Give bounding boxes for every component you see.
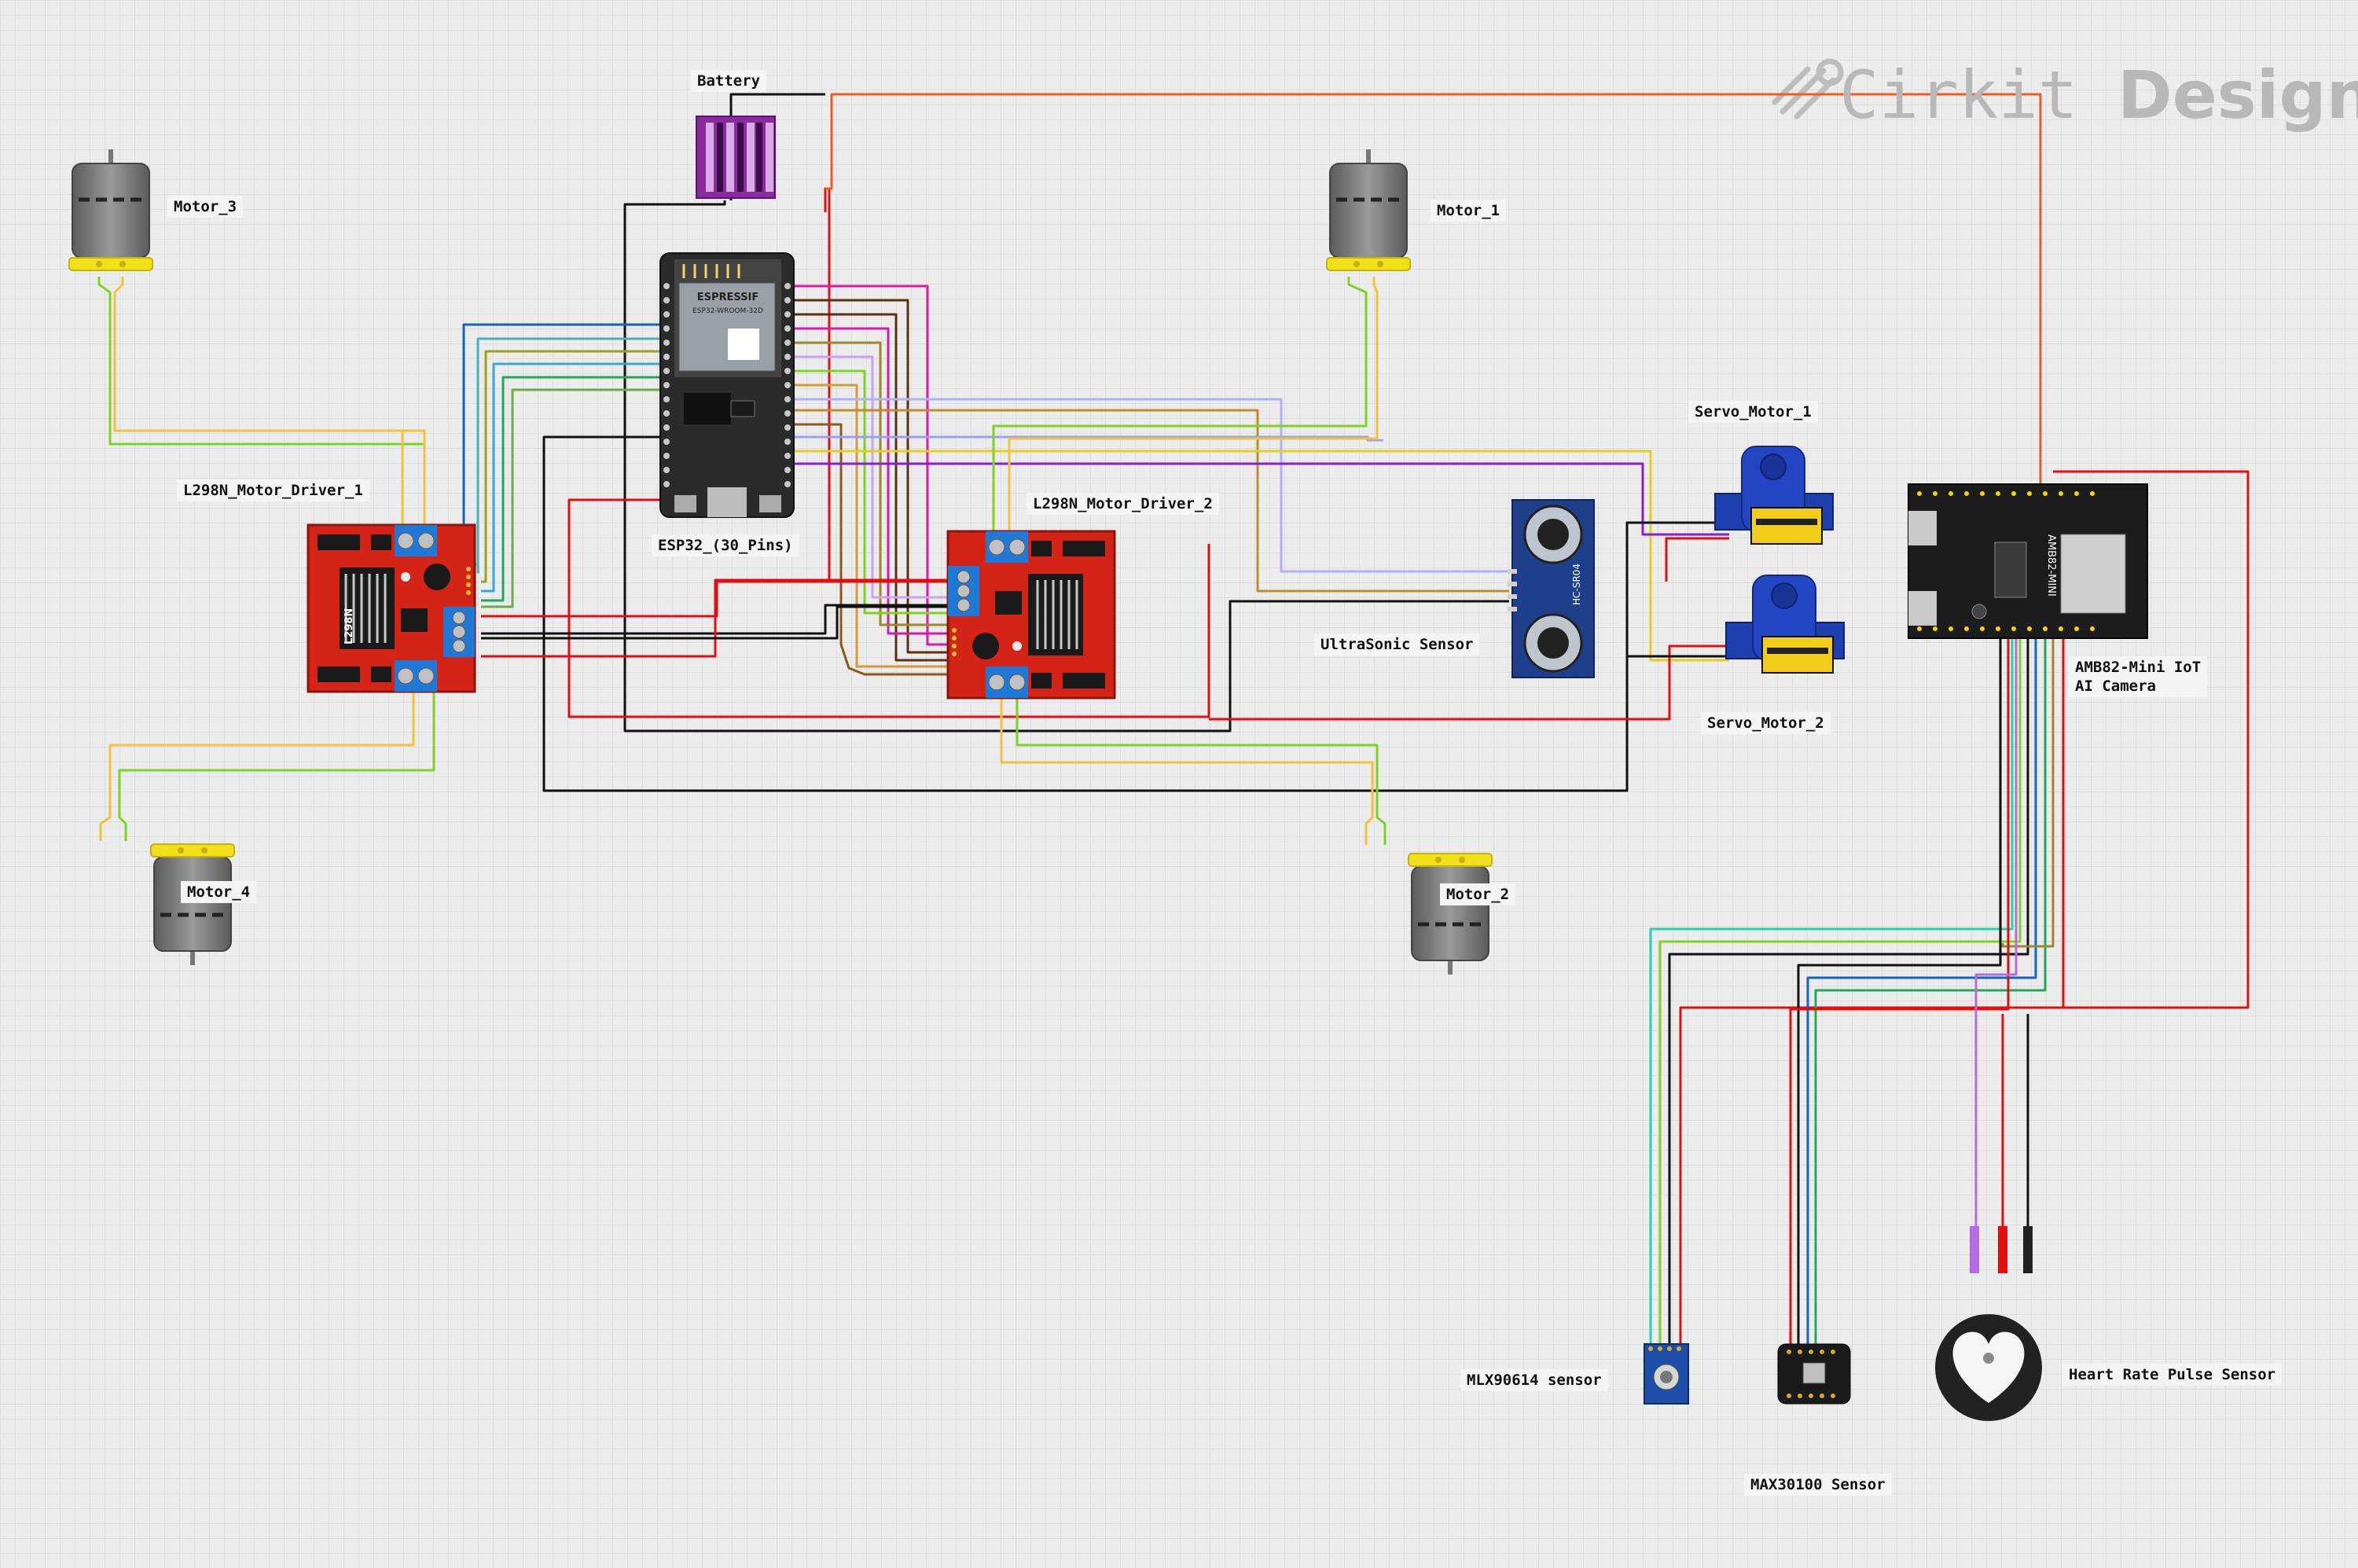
- brand-designer: Designer: [2117, 57, 2358, 134]
- label-motor-3: Motor_3: [167, 196, 244, 218]
- label-battery: Battery: [691, 70, 767, 92]
- label-motor-4: Motor_4: [181, 881, 257, 903]
- esp-maker-text: ESPRESSIF: [697, 292, 759, 303]
- label-pulse-sensor: Heart Rate Pulse Sensor: [2062, 1364, 2283, 1386]
- esp32-board[interactable]: ESPRESSIF ESP32-WROOM-32D: [659, 252, 795, 518]
- max30100-sensor[interactable]: [1777, 1343, 1851, 1405]
- hcsr04-text: HC-SR04: [1571, 564, 1582, 605]
- l298n-driver-2[interactable]: [946, 530, 1116, 700]
- amb82-camera-board[interactable]: AMB82-MINI: [1908, 483, 2148, 639]
- label-ultrasonic: UltraSonic Sensor: [1314, 633, 1480, 655]
- motor-3[interactable]: [69, 149, 152, 270]
- label-esp32: ESP32_(30_Pins): [652, 534, 799, 556]
- wire-layer: [97, 93, 2250, 1346]
- servo-motor-2[interactable]: [1725, 575, 1845, 674]
- label-motor-2: Motor_2: [1440, 883, 1516, 905]
- brand-logo: Cirkit Designer: [1776, 49, 2358, 143]
- l298n-driver-1[interactable]: L298N: [307, 523, 476, 693]
- l298n-chip-text-1: L298N: [343, 608, 355, 644]
- motor-4[interactable]: [151, 844, 234, 965]
- mlx90614-sensor[interactable]: [1644, 1343, 1689, 1405]
- servo-motor-1[interactable]: [1714, 446, 1834, 545]
- heart-rate-pulse-sensor[interactable]: [1935, 1226, 2042, 1421]
- label-max30100: MAX30100 Sensor: [1744, 1474, 1892, 1496]
- motor-1[interactable]: [1327, 149, 1410, 270]
- label-camera: AMB82-Mini IoT AI Camera: [2069, 656, 2208, 697]
- ultrasonic-sensor[interactable]: HC-SR04: [1508, 499, 1595, 678]
- label-servo-2: Servo_Motor_2: [1701, 712, 1831, 734]
- brand-logo-icon: [1772, 58, 1844, 119]
- brand-cirkit: Cirkit: [1839, 57, 2078, 134]
- label-driver-2: L298N_Motor_Driver_2: [1027, 493, 1219, 515]
- label-driver-1: L298N_Motor_Driver_1: [177, 479, 369, 501]
- motor-2[interactable]: [1409, 854, 1492, 975]
- label-mlx90614: MLX90614 sensor: [1460, 1369, 1608, 1391]
- esp-module-text: ESP32-WROOM-32D: [692, 307, 763, 315]
- label-motor-1: Motor_1: [1431, 200, 1507, 222]
- amb82-text: AMB82-MINI: [2045, 534, 2057, 597]
- label-servo-1: Servo_Motor_1: [1688, 401, 1818, 423]
- battery-pack[interactable]: [696, 116, 776, 199]
